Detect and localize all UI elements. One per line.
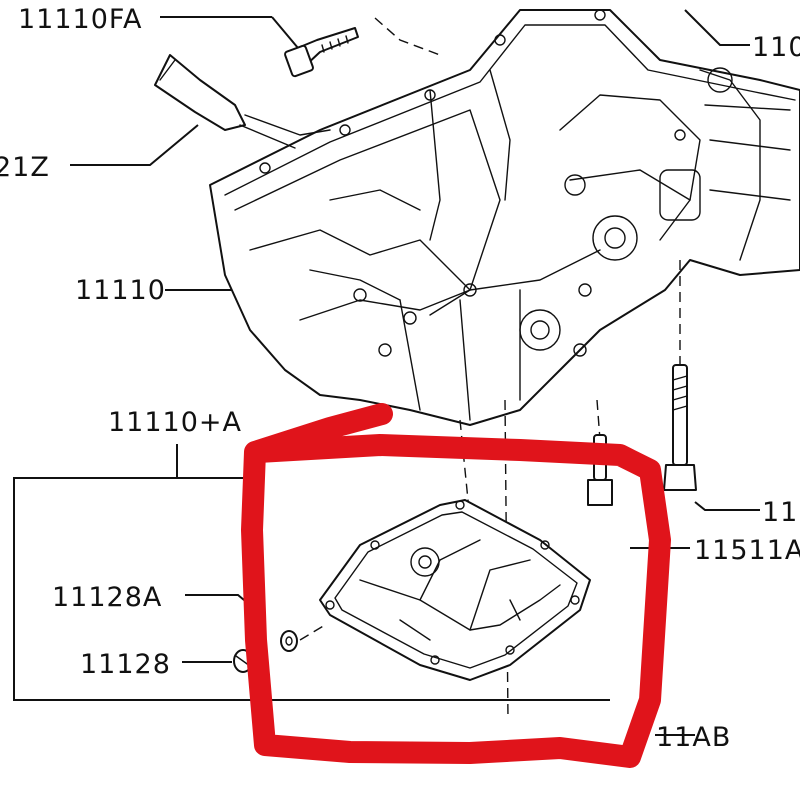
label-oil-pan-assembly: 11110+A xyxy=(108,407,242,438)
label-upper-oil-pan: 11110 xyxy=(75,275,166,306)
label-drain-plug: 11128 xyxy=(80,649,171,680)
assembly-bracket xyxy=(13,444,610,701)
label-top-right: 110 xyxy=(752,32,800,63)
gauge-tube-icon xyxy=(154,54,331,149)
label-right-bolt: 11 xyxy=(762,497,798,528)
drain-plug-washer-icon xyxy=(280,630,298,652)
label-oil-pan-bolt: 11110FA xyxy=(18,4,142,35)
highlight-rectangle xyxy=(241,403,671,768)
label-gauge-tube: 21Z xyxy=(0,152,50,183)
label-oil-strainer: 11511A xyxy=(694,535,800,566)
upper-oil-pan xyxy=(209,9,800,426)
label-lower-right: 11AB xyxy=(656,722,731,753)
lower-oil-pan xyxy=(319,499,591,681)
oil-pan-bolt-icon xyxy=(284,27,359,78)
long-bolt-icon xyxy=(663,364,697,491)
label-drain-plug-washer: 11128A xyxy=(52,582,162,613)
